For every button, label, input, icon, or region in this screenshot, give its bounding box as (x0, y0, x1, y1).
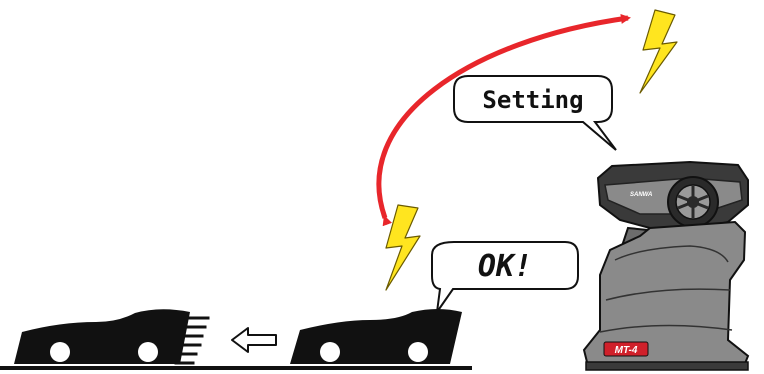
ok-label: OK! (478, 249, 532, 284)
double-headed-curved-arrow-icon (376, 14, 631, 227)
lightning-bolt-icon (639, 9, 678, 94)
brand-mark: SANWA (630, 192, 652, 198)
model-mark: MT-4 (615, 345, 638, 356)
steering-wheel-icon[interactable] (667, 176, 719, 228)
car-left (14, 309, 190, 364)
car-right (290, 309, 462, 364)
model-badge (603, 341, 649, 357)
ground-line (0, 366, 472, 370)
setting-label: Setting (482, 86, 583, 114)
transmitter: SANWA MT-4 (582, 160, 750, 371)
transmitter-base (585, 361, 749, 371)
setting-speech-bubble: Setting (453, 75, 617, 151)
car-right-front-wheel (320, 342, 340, 362)
car-right-rear-wheel (408, 342, 428, 362)
left-arrow-outline-icon (231, 327, 277, 353)
lightning-bolt-icon (385, 204, 421, 291)
speed-lines-icon (174, 316, 210, 365)
car-left-rear-wheel (138, 342, 158, 362)
car-left-front-wheel (50, 342, 70, 362)
ok-speech-bubble: OK! (431, 241, 579, 313)
